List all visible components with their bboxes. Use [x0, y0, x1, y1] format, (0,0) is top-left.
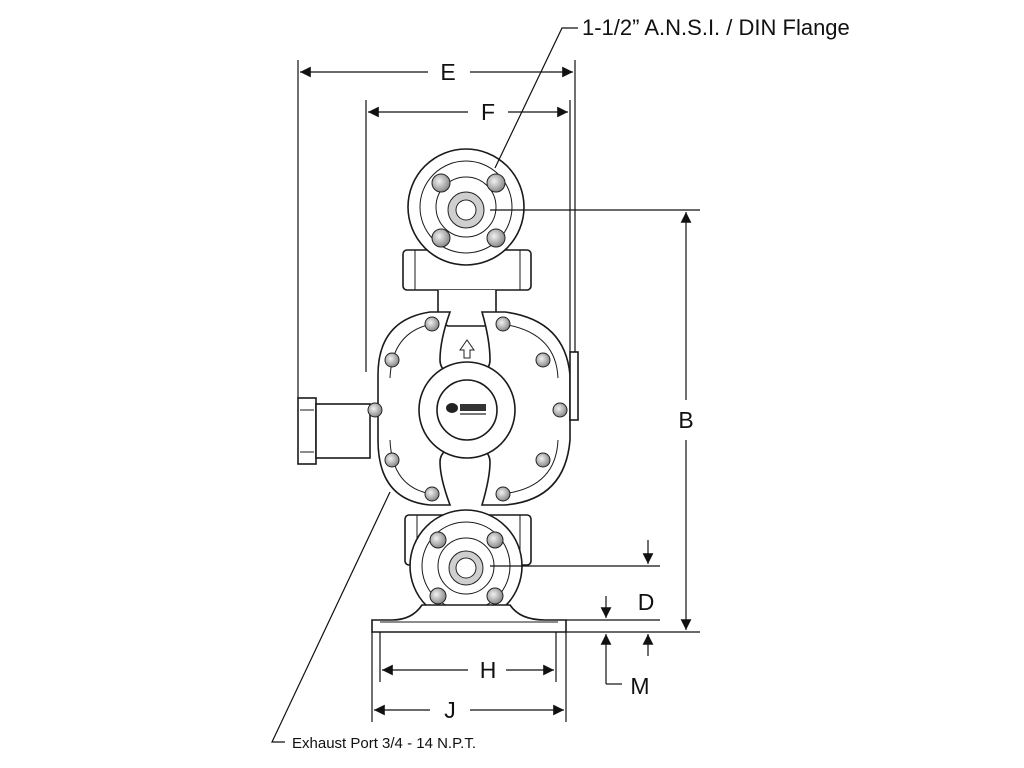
dimension-lines: [271, 27, 700, 743]
exhaust-port-callout: Exhaust Port 3/4 - 14 N.P.T.: [292, 735, 476, 752]
dim-label-b: B: [678, 407, 693, 433]
dim-label-f: F: [481, 99, 495, 125]
flange-callout: 1-1/2” A.N.S.I. / DIN Flange: [582, 15, 850, 40]
exhaust-port: [297, 397, 371, 465]
dim-label-m: M: [630, 673, 649, 699]
diaphragm-housing: [367, 311, 579, 506]
dim-label-e: E: [440, 59, 455, 85]
pump-body: [297, 148, 579, 633]
top-flange: [407, 148, 525, 266]
manufacturer-logo-icon: [446, 403, 486, 415]
up-arrow-icon: [459, 339, 475, 359]
bottom-flange: [409, 509, 523, 623]
dim-label-j: J: [444, 697, 456, 723]
dim-label-h: H: [480, 657, 497, 683]
dim-label-d: D: [638, 589, 655, 615]
base-foot: [371, 604, 567, 633]
